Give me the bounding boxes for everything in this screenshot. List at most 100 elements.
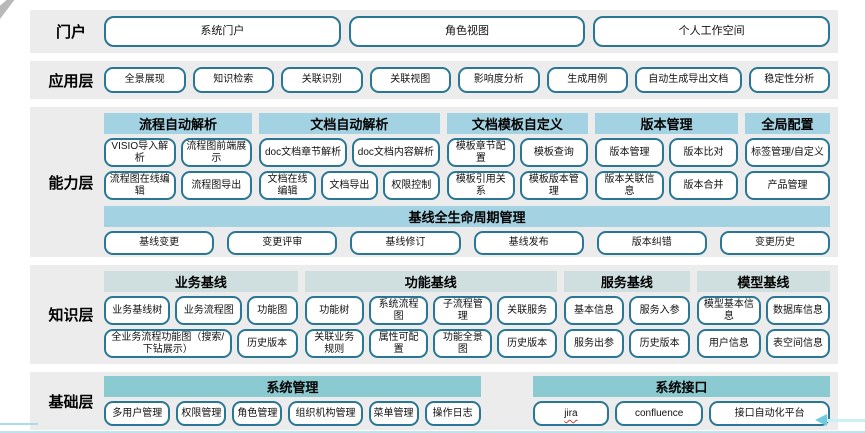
module-button: 多用户管理 <box>104 401 171 426</box>
module-button: 历史版本 <box>497 329 557 358</box>
group-row: jira confluence 接口自动化平台 <box>532 401 830 426</box>
group-title: 模型基线 <box>696 271 830 292</box>
module-button: 操作日志 <box>424 401 481 426</box>
baseline-lifecycle-section: 基线全生命周期管理 基线变更 变更评审 基线修订 基线发布 版本纠错 变更历史 <box>104 206 831 255</box>
app-item: 关联识别 <box>281 67 363 93</box>
group-row: 用户信息 表空间信息 <box>696 329 831 358</box>
module-button: 基线发布 <box>473 231 584 255</box>
module-button: 功能全景图 <box>433 329 493 358</box>
group-row: 文档在线编辑 文档导出 权限控制 <box>259 171 440 200</box>
module-button: 权限管理 <box>176 401 227 426</box>
group-service-baseline: 服务基线 基本信息 服务入参 服务出参 历史版本 <box>563 271 690 358</box>
app-item: 关联视图 <box>369 67 451 93</box>
module-button: 标签管理/自定义 <box>745 138 830 167</box>
module-button: 用户信息 <box>696 329 761 358</box>
module-button: 文档导出 <box>320 171 378 200</box>
base-groups: 系统管理 多用户管理 权限管理 角色管理 组织机构管理 菜单管理 操作日志 系统… <box>104 376 830 426</box>
capability-groups: 流程自动解析 VISIO导入解析 流程图前端展示 流程图在线编辑 流程图导出 文… <box>104 113 830 200</box>
group-title: 流程自动解析 <box>104 113 253 134</box>
module-button: 版本纠错 <box>596 231 707 255</box>
bottom-edge-line <box>0 431 865 433</box>
left-arrow-icon <box>815 414 865 427</box>
module-button: 模板版本管理 <box>519 171 588 200</box>
layer-label-portal: 门户 <box>55 24 86 41</box>
module-button: 数据库信息 <box>765 296 831 325</box>
module-button: 业务流程图 <box>175 296 242 325</box>
module-button: 版本比对 <box>669 138 739 167</box>
group-title: 基线全生命周期管理 <box>104 206 830 227</box>
group-row: 版本管理 版本比对 <box>594 138 739 167</box>
group-row: 基本信息 服务入参 <box>563 296 690 325</box>
group-doc-template: 文档模板自定义 模板章节配置 模板查询 模板引用关系 模板版本管理 <box>446 113 588 200</box>
group-row: 多用户管理 权限管理 角色管理 组织机构管理 菜单管理 操作日志 <box>104 401 481 426</box>
module-button: 关联服务 <box>497 296 557 325</box>
module-button: 历史版本 <box>236 329 298 358</box>
module-button: 角色管理 <box>232 401 283 426</box>
module-button: 功能图 <box>246 296 298 325</box>
module-button: 菜单管理 <box>368 401 419 426</box>
module-button: 子流程管理 <box>433 296 493 325</box>
group-system-mgmt: 系统管理 多用户管理 权限管理 角色管理 组织机构管理 菜单管理 操作日志 <box>104 376 481 426</box>
layer-label-capability: 能力层 <box>48 174 94 192</box>
module-button: 基线变更 <box>104 231 215 255</box>
module-button: 表空间信息 <box>765 329 831 358</box>
base-gap <box>481 376 533 426</box>
group-function-baseline: 功能基线 功能树 系统流程图 子流程管理 关联服务 关联业务规则 属性可配置 功… <box>304 271 557 358</box>
module-button: 基线修订 <box>350 231 461 255</box>
group-title: 全局配置 <box>745 113 830 134</box>
group-title: 系统接口 <box>532 376 830 397</box>
module-button: 服务出参 <box>563 329 625 358</box>
group-row: doc文档章节解析 doc文档内容解析 <box>259 138 440 167</box>
knowledge-groups: 业务基线 业务基线树 业务流程图 功能图 全业务流程功能图（搜索/下钻展示） 历… <box>104 271 831 358</box>
group-title: 版本管理 <box>594 113 739 134</box>
group-row: 服务出参 历史版本 <box>563 329 690 358</box>
module-button: 服务入参 <box>629 296 690 325</box>
layer-row-knowledge: 知识层 业务基线 业务基线树 业务流程图 功能图 全业务流程功能图（搜索/下钻展… <box>30 265 838 364</box>
layer-row-base: 基础层 系统管理 多用户管理 权限管理 角色管理 组织机构管理 菜单管理 操作日… <box>30 372 838 430</box>
group-title: 服务基线 <box>563 271 690 292</box>
module-button: 权限控制 <box>382 171 440 200</box>
group-title: 业务基线 <box>104 271 298 292</box>
module-button: 产品管理 <box>745 171 830 200</box>
layer-row-portal: 门户 系统门户 角色视图 个人工作空间 <box>30 10 838 53</box>
app-item: 影响度分析 <box>458 67 540 93</box>
group-process-parsing: 流程自动解析 VISIO导入解析 流程图前端展示 流程图在线编辑 流程图导出 <box>104 113 253 200</box>
group-business-baseline: 业务基线 业务基线树 业务流程图 功能图 全业务流程功能图（搜索/下钻展示） 历… <box>104 271 298 358</box>
module-button: 版本关联信息 <box>594 171 665 200</box>
group-version-mgmt: 版本管理 版本管理 版本比对 版本关联信息 版本合并 <box>594 113 739 200</box>
module-button: 模板章节配置 <box>446 138 515 167</box>
portal-buttons: 系统门户 角色视图 个人工作空间 <box>104 16 831 47</box>
group-title: 功能基线 <box>304 271 557 292</box>
module-button: 系统流程图 <box>368 296 429 325</box>
group-title: 系统管理 <box>104 376 481 397</box>
group-row: 模板引用关系 模板版本管理 <box>446 171 588 200</box>
group-row: 业务基线树 业务流程图 功能图 <box>104 296 298 325</box>
layer-row-capability: 能力层 流程自动解析 VISIO导入解析 流程图前端展示 流程图在线编辑 流程图… <box>30 107 838 257</box>
group-row: 流程图在线编辑 流程图导出 <box>104 171 253 200</box>
group-system-interface: 系统接口 jira confluence 接口自动化平台 <box>532 376 830 426</box>
module-button: 属性可配置 <box>368 329 429 358</box>
module-button: 关联业务规则 <box>304 329 364 358</box>
module-button-confluence: confluence <box>615 401 704 426</box>
layer-row-application: 应用层 全景展现 知识检索 关联识别 关联视图 影响度分析 生成用例 自动生成导… <box>30 61 838 99</box>
portal-item-system-portal: 系统门户 <box>104 16 341 47</box>
module-button: 功能树 <box>304 296 364 325</box>
module-button: 流程图在线编辑 <box>104 171 176 200</box>
app-item: 生成用例 <box>546 67 628 93</box>
module-button: 文档在线编辑 <box>259 171 316 200</box>
corner-fold-icon <box>0 0 15 19</box>
module-button: 流程图前端展示 <box>180 138 253 167</box>
module-button: 历史版本 <box>629 329 690 358</box>
module-button: 版本合并 <box>669 171 739 200</box>
portal-item-personal-workspace: 个人工作空间 <box>593 16 831 47</box>
group-doc-parsing: 文档自动解析 doc文档章节解析 doc文档内容解析 文档在线编辑 文档导出 权… <box>259 113 440 200</box>
bottom-left-edge-line <box>0 423 38 425</box>
group-row: VISIO导入解析 流程图前端展示 <box>104 138 253 167</box>
module-button: 模型基本信息 <box>696 296 761 325</box>
layer-label-application: 应用层 <box>48 72 94 90</box>
module-button: 模板查询 <box>519 138 588 167</box>
app-item: 自动生成导出文档 <box>635 67 742 93</box>
module-button: 变更历史 <box>719 231 831 255</box>
module-button: 版本管理 <box>594 138 665 167</box>
